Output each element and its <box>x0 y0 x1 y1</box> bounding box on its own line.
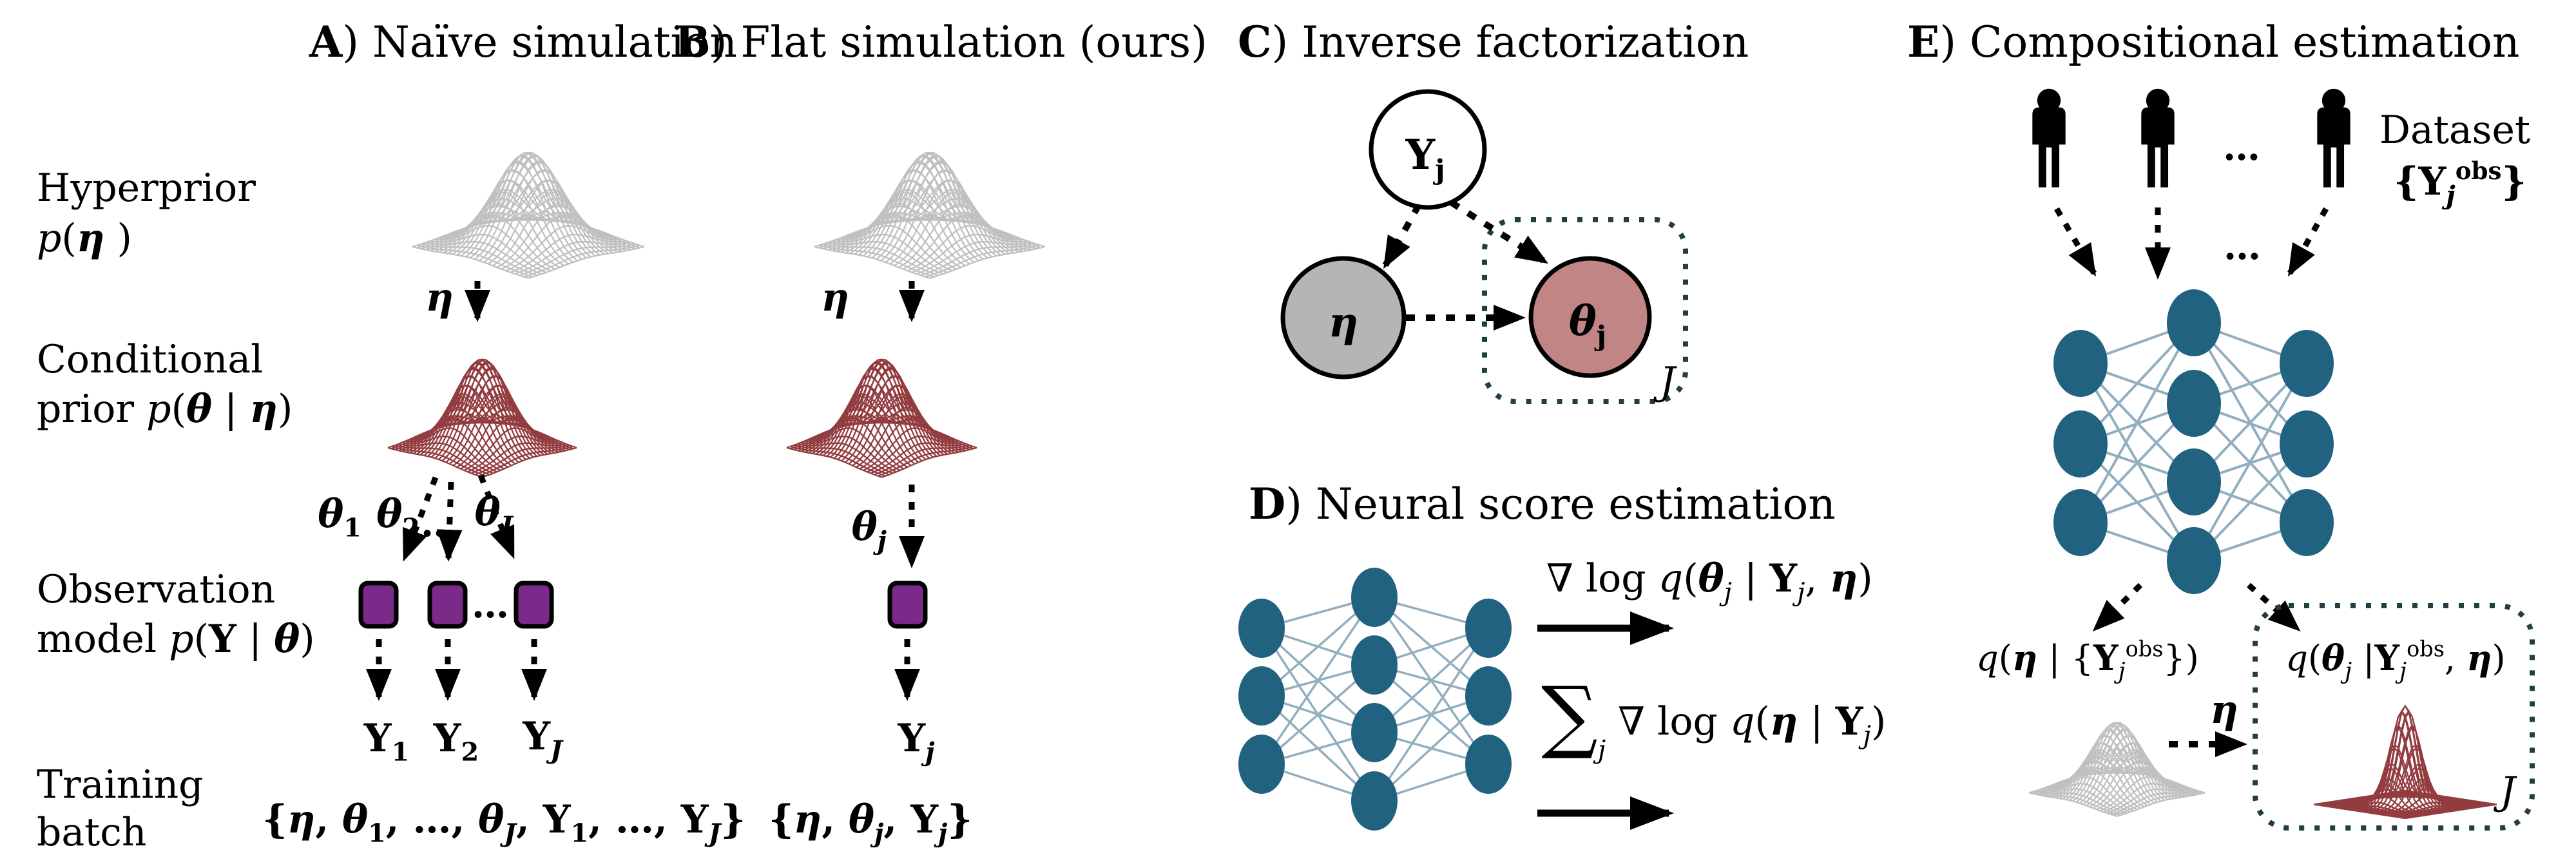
network-e <box>2053 289 2334 594</box>
dataset-set-label: {Yjobs} <box>2394 157 2526 210</box>
y2-label: Y2 <box>433 716 479 767</box>
arrow-theta1 <box>401 476 439 562</box>
plate-rect-e <box>2253 603 2535 831</box>
arrow-thetaJ <box>477 474 516 559</box>
panel-c: C) Inverse factorization J Yj η θj <box>1238 17 1749 404</box>
plate-label-e: J <box>2493 769 2517 814</box>
panel-b-title: B) Flat simulation (ours) <box>675 17 1207 67</box>
dataset-label: Dataset <box>2379 108 2530 153</box>
box-dots: … <box>472 582 509 626</box>
theta1-label: θ1 <box>318 492 361 543</box>
eta-label-e: η <box>2210 688 2238 733</box>
eq-theta-score: ∇ log q(θj | Yj, η) <box>1546 556 1873 607</box>
node-theta-label: θj <box>1569 297 1606 351</box>
node-yj-circle <box>1369 89 1487 210</box>
arrow-yj-to-eta <box>1382 203 1422 269</box>
row-label-hyperprior: Hyperprior <box>37 166 256 211</box>
person-dots: … <box>2223 125 2260 169</box>
yj-label-b: Yj <box>897 716 934 767</box>
person-icon-2 <box>2141 88 2175 188</box>
panel-d-title: D) Neural score estimation <box>1249 479 1836 529</box>
q-eta-label: q(η | {Yjobs}) <box>1976 636 2199 684</box>
panel-c-title: C) Inverse factorization <box>1238 17 1749 67</box>
arrow-theta2 <box>436 481 463 562</box>
yJ-label: YJ <box>522 714 564 765</box>
arrow-yj-to-theta <box>1449 199 1549 265</box>
row-label-observation: Observation <box>37 567 275 612</box>
q-theta-surface <box>2313 704 2497 820</box>
eq-eta-score: ∑j ∇ log q(η | Yj) <box>1541 670 1886 765</box>
person-icon-3 <box>2317 88 2350 188</box>
hyperprior-surface-a <box>412 151 645 279</box>
arrow-net-to-qeta <box>2092 582 2143 632</box>
conditional-prior-surface-a <box>387 358 577 478</box>
y1-label: Y1 <box>363 716 409 767</box>
obs-box-1 <box>358 581 399 629</box>
panel-d: D) Neural score estimation ∇ log q(θj | … <box>1238 479 1886 831</box>
thetaJ-label: θJ <box>475 490 514 541</box>
row-label-conditional: Conditional <box>37 337 263 382</box>
eta-label-a: η <box>425 275 454 320</box>
node-eta-label: η <box>1329 298 1359 347</box>
thetaj-label-b: θj <box>852 505 887 555</box>
q-theta-label: q(θj |Yjobs, η) <box>2285 636 2505 684</box>
plate-rect-c <box>1482 217 1688 404</box>
eta-label-b: η <box>821 275 849 320</box>
theta2-label: θ2 <box>376 492 420 543</box>
panel-a-title: A) Naïve simulation <box>309 17 737 67</box>
training-batch-set-a: {η, θ1, …, θJ, Y1, …, YJ} <box>262 797 745 848</box>
panel-a: A) Naïve simulation Hyperprior p(η ) Con… <box>37 17 745 855</box>
plate-label-c: J <box>1653 359 1677 404</box>
row-label-training: Training <box>37 762 204 807</box>
row-label-batch: batch <box>37 810 147 855</box>
training-batch-set-b: {η, θj, Yj} <box>769 797 972 848</box>
hyperprior-surface-b <box>814 151 1046 279</box>
arrow-dots: … <box>2224 224 2261 268</box>
obs-box-2 <box>427 581 468 629</box>
arrow-person3-net <box>2287 207 2329 277</box>
node-theta-circle <box>1528 256 1652 378</box>
node-yj-label: Yj <box>1405 131 1445 185</box>
network-d <box>1238 568 1512 831</box>
person-icon-1 <box>2032 88 2066 188</box>
conditional-prior-surface-b <box>786 358 977 478</box>
panel-e-title: E) Compositional estimation <box>1907 17 2520 67</box>
theta-dots: … <box>421 501 458 545</box>
panel-e: E) Compositional estimation … Dataset {Y… <box>1907 17 2535 831</box>
node-eta-circle <box>1280 256 1407 380</box>
row-label-model-math: model p(Y | θ) <box>37 617 315 662</box>
obs-box-3 <box>514 581 554 629</box>
row-label-prior-math: prior p(θ | η) <box>37 387 293 432</box>
row-label-hyperprior-math: p(η ) <box>37 216 132 261</box>
q-eta-surface <box>2028 722 2206 817</box>
arrow-net-to-qtheta <box>2246 582 2301 632</box>
panel-b: B) Flat simulation (ours) η θj Yj {η, θj… <box>675 17 1207 848</box>
arrow-person1-net <box>2054 207 2097 277</box>
obs-box-b <box>887 581 928 629</box>
